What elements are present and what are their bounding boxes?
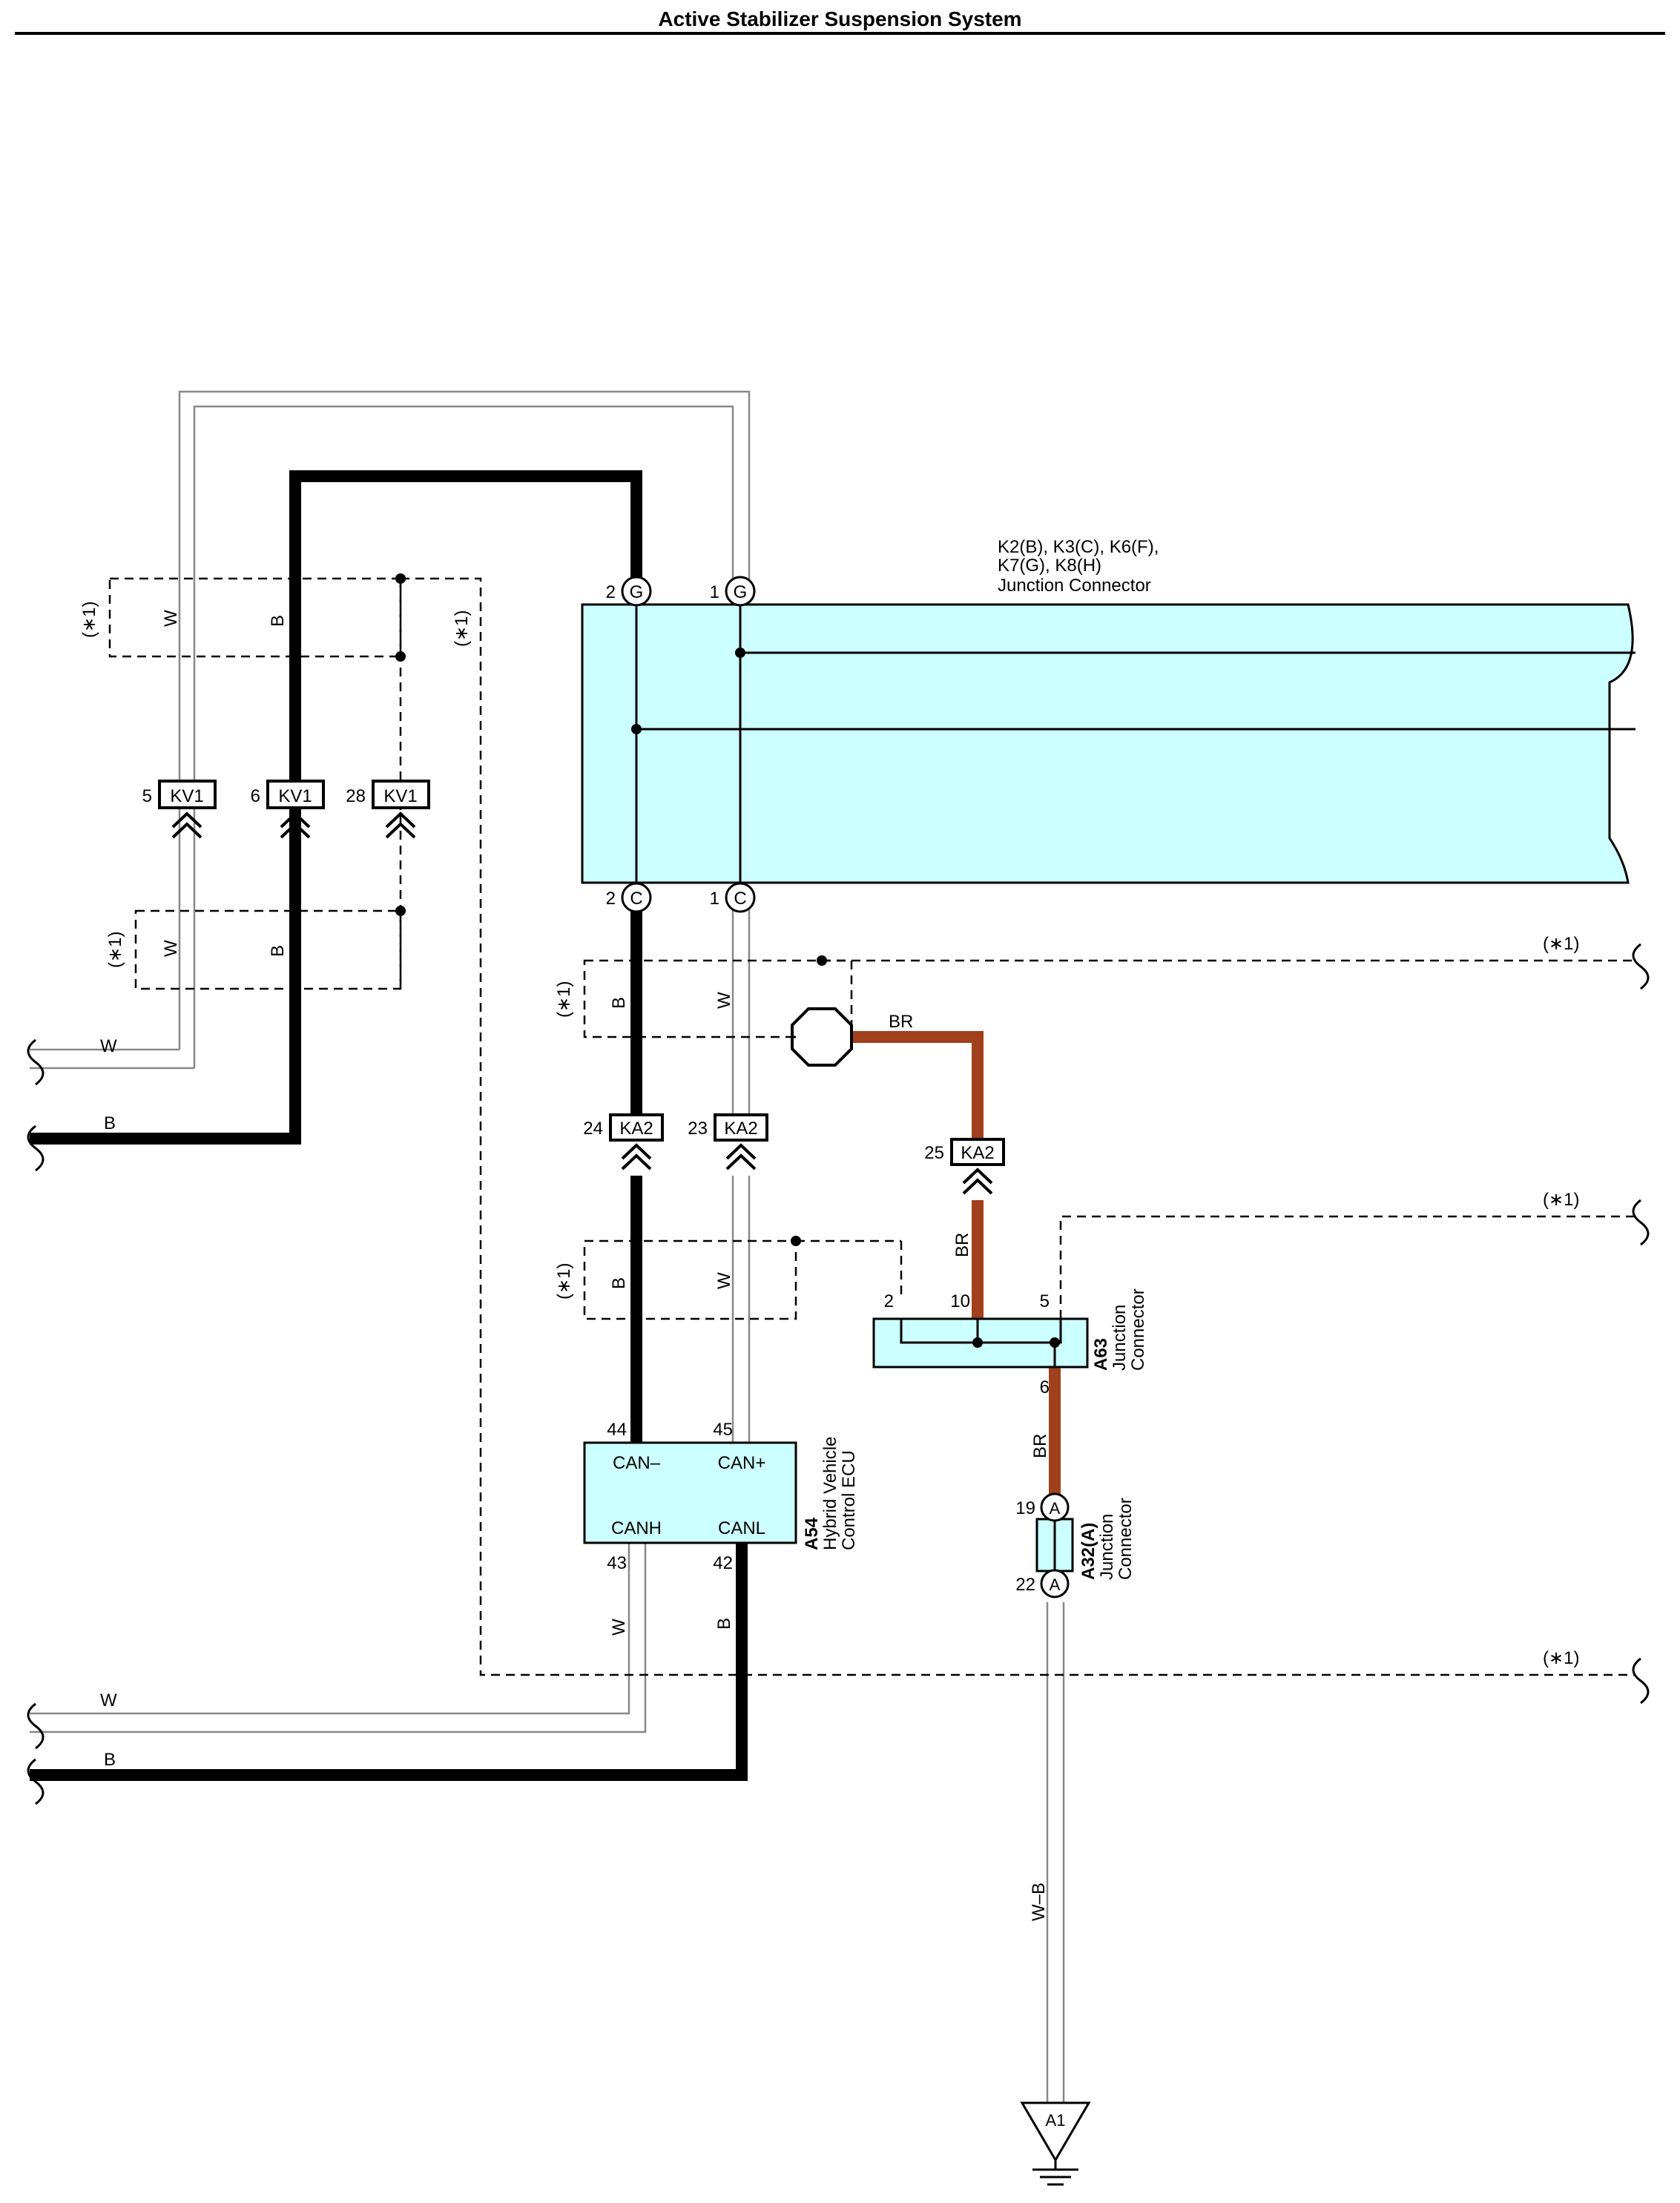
kv1-pin-b: 6 [251,786,260,806]
kv1-code-c: KV1 [383,786,417,806]
ecu-pin-42: 42 [713,1553,733,1573]
k-label-line2: K7(G), K8(H) [998,556,1101,576]
label-b-5: B [609,1277,629,1289]
note-8: (∗1) [1543,1648,1579,1668]
a32-id: A32(A) [1078,1523,1098,1580]
note-3: (∗1) [105,932,125,968]
note-4: (∗1) [554,981,574,1018]
a32-name-line1: Junction [1097,1514,1117,1580]
label-b-6: B [714,1618,734,1630]
ka2-connectors: KA2 24 KA2 23 KA2 25 [583,1113,1005,1195]
k-label-line3: Junction Connector [998,576,1151,596]
note-1: (∗1) [79,602,99,638]
k-pin-g2-number: 2 [606,582,616,602]
ecu-pin-45: 45 [713,1420,733,1440]
k-pin-c2-number: 2 [606,889,616,909]
a32-name-line2: Connector [1116,1498,1136,1580]
ground-code: A1 [1046,2111,1066,2130]
k-label-line1: K2(B), K3(C), K6(F), [998,537,1159,557]
a63-id: A63 [1091,1338,1111,1371]
junction-connector-k [581,603,1635,884]
a32-pin-19: 19 [1015,1498,1035,1518]
label-w-4: W [714,992,734,1009]
label-w-3: W [100,1036,117,1056]
note-2: (∗1) [452,610,472,647]
ecu-name-line2: Control ECU [839,1450,859,1550]
junction-connector-a32: A A 19 22 A32(A) Junction Connector [1015,1492,1136,1598]
k-pin-g1-code: G [734,582,748,602]
a63-name-line2: Connector [1128,1288,1148,1371]
kv1-connectors: KV1 5 KV1 6 KV1 28 [142,780,430,839]
k-pin-c1-number: 1 [710,889,719,909]
wire-labels: W B W B W B B W BR BR B W BR W B W B W–B [100,610,1050,1921]
label-b-4: B [609,997,629,1009]
ecu-can-plus: CAN+ [718,1453,766,1473]
ka2-code-b: KA2 [724,1119,757,1139]
white-wires [30,390,1065,2103]
ka2-code-a: KA2 [619,1119,653,1139]
label-br-2: BR [952,1233,972,1257]
label-b-1: B [268,615,288,627]
label-br-1: BR [889,1012,913,1032]
title-rule [15,32,1665,35]
brown-wires [851,1031,1061,1497]
ka2-pin-a: 24 [583,1119,603,1139]
ecu-canh: CANH [611,1518,662,1538]
label-w-5: W [714,1272,734,1289]
ground-a1: A1 [1020,2101,1091,2186]
k-pins: G 2 G 1 C 2 C 1 [606,576,756,913]
a32-code-top: A [1050,1499,1061,1518]
k-pin-g1-number: 1 [710,582,719,602]
a32-pin-22: 22 [1015,1575,1035,1595]
ka2-code-c: KA2 [961,1143,994,1163]
a63-pin-6: 6 [1040,1377,1050,1397]
shield-nodes [395,573,827,1246]
ecu-pin-43: 43 [607,1553,627,1573]
k-pin-g2-code: G [630,582,644,602]
note-6: (∗1) [1543,934,1579,954]
kv1-code-b: KV1 [278,786,312,806]
shield-dashes [108,577,1635,1676]
ecu-name-line1: Hybrid Vehicle [820,1437,840,1550]
kv1-pin-a: 5 [142,786,152,806]
label-b-7: B [104,1750,116,1770]
page-title: Active Stabilizer Suspension System [658,7,1022,30]
ka2-pin-b: 23 [688,1119,708,1139]
shield-notes: (∗1) (∗1) (∗1) (∗1) (∗1) (∗1) (∗1) (∗1) [79,602,1579,1668]
k-pin-c2-code: C [630,889,642,909]
k-pin-c1-code: C [734,889,746,909]
ecu-id: A54 [802,1517,822,1550]
a63-name-line1: Junction [1110,1305,1130,1371]
a32-code-bottom: A [1050,1575,1061,1594]
a63-pin-2: 2 [884,1291,894,1311]
label-w-2: W [161,940,181,957]
label-b-3: B [104,1113,116,1133]
junction-connector-a63: 2 10 5 6 A63 Junction Connector [872,1288,1148,1397]
label-w-6: W [609,1619,629,1636]
label-w-7: W [100,1690,117,1710]
ecu-a54: CAN– CAN+ CANH CANL 44 45 43 42 A54 Hybr… [583,1420,859,1573]
kv1-code-a: KV1 [170,786,203,806]
black-wires [30,470,748,1781]
label-br-3: BR [1030,1434,1050,1458]
note-7: (∗1) [1543,1190,1579,1210]
a63-pin-5: 5 [1040,1291,1050,1311]
break-marks [27,943,1650,1805]
ka2-pin-c: 25 [924,1143,944,1163]
label-wb: W–B [1029,1883,1049,1921]
label-b-2: B [268,945,288,957]
kv1-pin-c: 28 [346,786,366,806]
ecu-pin-44: 44 [607,1420,627,1440]
ecu-can-minus: CAN– [613,1453,661,1473]
label-w-1: W [161,610,181,627]
a63-pin-10: 10 [950,1291,970,1311]
ecu-canl: CANL [718,1518,765,1538]
note-5: (∗1) [554,1263,574,1300]
shield-ground-octagon [791,1007,853,1067]
